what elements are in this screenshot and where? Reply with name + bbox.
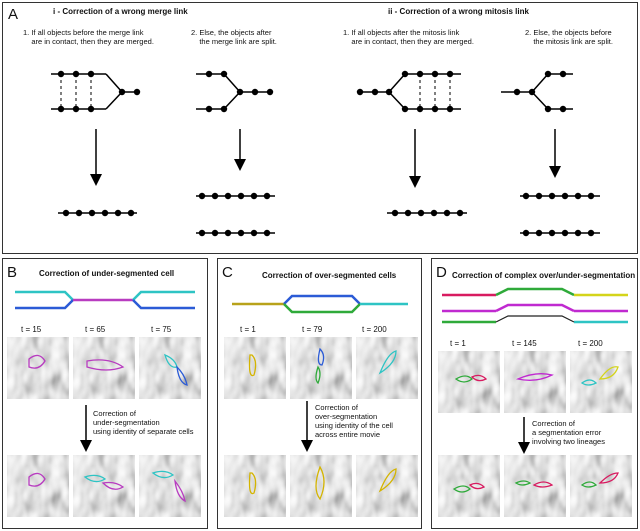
mitosis-diagram-2 xyxy=(501,70,573,113)
micrograph xyxy=(438,455,500,517)
panel-d: D Correction of complex over/under-segme… xyxy=(431,258,638,529)
panel-label: A xyxy=(8,6,19,23)
lineage-tree xyxy=(15,290,195,310)
lineage-tree xyxy=(442,287,628,324)
correction-note: Correction of a segmentation error invol… xyxy=(532,419,605,446)
result-merged-2 xyxy=(387,209,467,217)
micrograph xyxy=(356,455,418,517)
panel-label: D xyxy=(436,264,447,281)
lineage-schematics xyxy=(51,70,600,237)
panel-label: B xyxy=(7,264,18,281)
micrograph xyxy=(7,455,69,517)
micrograph xyxy=(570,455,632,517)
panel-title: Correction of complex over/under-segment… xyxy=(452,271,636,280)
micrograph xyxy=(504,455,566,517)
time-label: t = 200 xyxy=(578,339,603,348)
panel-a: A i - Correction of a wrong merge link i… xyxy=(2,2,638,254)
micrograph xyxy=(73,337,135,399)
correction-note: Correction of over-segmentation using id… xyxy=(315,403,393,439)
section-title-mitosis: ii - Correction of a wrong mitosis link xyxy=(388,7,529,16)
panel-c: C Correction of over-segmented cells t =… xyxy=(217,258,422,529)
micrograph xyxy=(73,455,135,517)
panel-label: C xyxy=(222,264,233,281)
time-label: t = 65 xyxy=(85,325,106,334)
mitosis-diagram-1 xyxy=(356,70,461,113)
lineage-tree xyxy=(232,294,408,314)
micrograph xyxy=(290,455,352,517)
time-label: t = 15 xyxy=(21,325,42,334)
micrograph xyxy=(7,337,69,399)
time-label: t = 145 xyxy=(512,339,537,348)
time-label: t = 79 xyxy=(302,325,323,334)
result-split-1 xyxy=(196,192,275,237)
merge-step-1: 1. If all objects before the merge link … xyxy=(23,28,154,46)
arrow-down-icon xyxy=(80,405,92,452)
mitosis-step-1: 1. If all objects after the mitosis link… xyxy=(343,28,474,46)
micrograph xyxy=(224,455,286,517)
merge-step-2: 2. Else, the objects after the merge lin… xyxy=(191,28,277,46)
result-split-2 xyxy=(520,192,600,237)
correction-note: Correction of under-segmentation using i… xyxy=(93,409,194,436)
time-label: t = 75 xyxy=(151,325,172,334)
mitosis-step-2: 2. Else, the objects before the mitosis … xyxy=(525,28,613,46)
merge-diagram-2 xyxy=(196,70,274,113)
micrograph xyxy=(504,351,566,413)
micrograph xyxy=(224,337,286,399)
micrograph xyxy=(290,337,352,399)
time-label: t = 1 xyxy=(450,339,466,348)
panel-title: Correction of under-segmented cell xyxy=(39,269,175,278)
panel-title: Correction of over-segmented cells xyxy=(262,271,397,280)
arrow-down-icon xyxy=(518,417,530,454)
time-label: t = 200 xyxy=(362,325,387,334)
micrograph xyxy=(139,337,201,399)
panel-b: B Correction of under-segmented cell t =… xyxy=(2,258,208,529)
arrow-down-icon xyxy=(301,401,313,452)
micrograph xyxy=(139,455,201,517)
time-label: t = 1 xyxy=(240,325,256,334)
micrograph xyxy=(438,351,500,413)
result-merged-1 xyxy=(58,209,137,217)
micrograph xyxy=(356,337,418,399)
micrograph xyxy=(570,351,632,413)
merge-diagram-1 xyxy=(51,70,141,113)
section-title-merge: i - Correction of a wrong merge link xyxy=(53,7,188,16)
